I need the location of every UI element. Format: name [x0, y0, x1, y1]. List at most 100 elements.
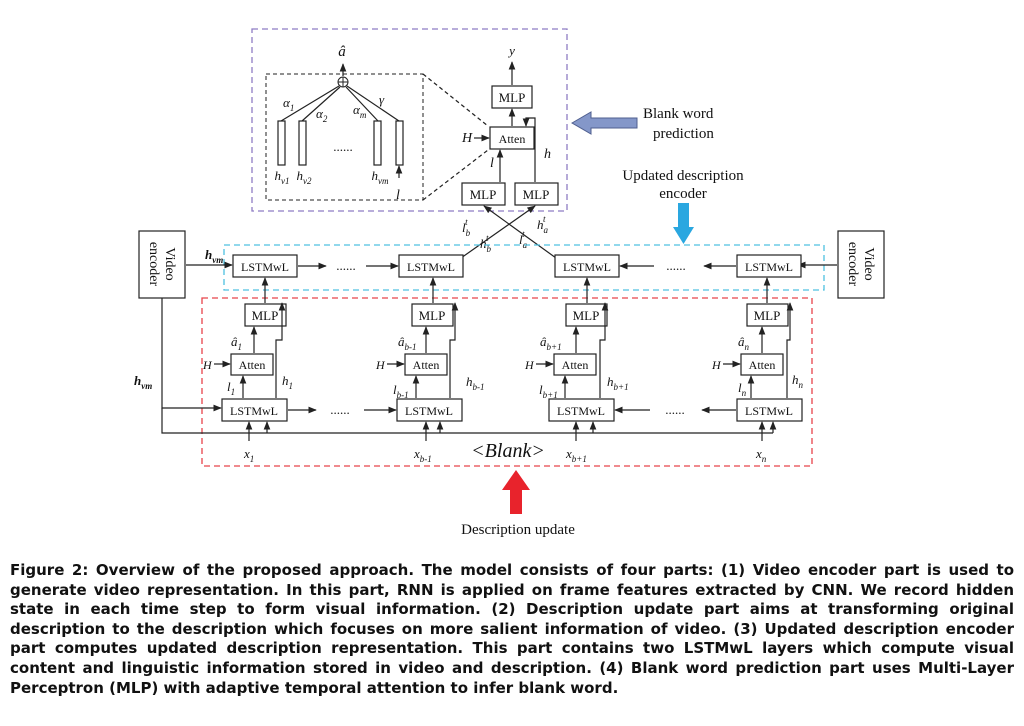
- bottom-lstmwl-4: [736, 398, 803, 422]
- atten-col-2-label: Atten: [413, 358, 440, 372]
- top-lstmwl-4: [736, 254, 802, 278]
- H-col-4-label: H: [711, 358, 722, 372]
- mlp-col-2-label: MLP: [419, 308, 446, 323]
- a-hat-n-label: ân: [738, 334, 750, 352]
- atten-col-2: [404, 353, 448, 376]
- mlp-col-1-label: MLP: [252, 308, 279, 323]
- x-b-minus-1-label: xb-1: [413, 446, 432, 464]
- prediction-l-label: l: [490, 156, 494, 171]
- l-a-t-label: lat: [519, 229, 528, 250]
- a-hat-output-label: â: [338, 44, 346, 60]
- bottom-lstmwl-1-label: LSTMwL: [230, 404, 278, 418]
- top-lstmwl-3: [554, 254, 620, 278]
- alpha-1-label: α1: [283, 95, 294, 113]
- right-mlp-box: [514, 182, 559, 206]
- y-output-label: y: [507, 43, 515, 58]
- h-b-plus-1-label: hb+1: [607, 374, 629, 392]
- gamma-label: γ: [379, 92, 385, 107]
- top-lstmwl-1-label: LSTMwL: [241, 260, 289, 274]
- mlp-col-3-label: MLP: [573, 308, 600, 323]
- description-update-label: Description update: [461, 522, 575, 538]
- alpha-m-label: αm: [353, 102, 367, 120]
- hv2-bar: [298, 120, 307, 166]
- atten-col-3-label: Atten: [562, 358, 589, 372]
- hv1-label: hv1: [275, 168, 290, 186]
- l-b-t-label: lbt: [462, 217, 471, 238]
- bottom-lstmwl-2-label: LSTMwL: [405, 404, 453, 418]
- l-b-plus-1-label: lb+1: [539, 382, 558, 400]
- bottom-lstmwl-3: [548, 398, 615, 422]
- h-1-label: h1: [282, 373, 293, 391]
- top-row-ellipsis-left: ......: [336, 258, 356, 273]
- atten-col-4: [740, 353, 784, 376]
- atten-col-3: [553, 353, 597, 376]
- bottom-lstmwl-3-label: LSTMwL: [557, 404, 605, 418]
- blank-token-label: <Blank>: [471, 440, 545, 462]
- top-lstmwl-2: [398, 254, 464, 278]
- x-1-label: x1: [243, 446, 254, 464]
- updated-description-encoder-line1: Updated description: [622, 168, 744, 184]
- a-hat-1-label: â1: [231, 334, 242, 352]
- l-bar: [395, 120, 404, 166]
- prediction-h-label: h: [544, 147, 551, 162]
- blank-word-prediction-region: [251, 28, 568, 212]
- description-update-arrow: [502, 470, 530, 514]
- inset-ellipsis: ......: [333, 139, 353, 154]
- l-b-minus-1-label: lb-1: [393, 382, 409, 400]
- top-mlp-label: MLP: [499, 90, 526, 105]
- prediction-atten-box: [489, 126, 535, 150]
- right-video-encoder-box: [837, 230, 885, 299]
- hvm-bar: [373, 120, 382, 166]
- top-mlp-box: [491, 85, 533, 109]
- l-inset-label: l: [396, 188, 400, 203]
- description-update-region: [201, 297, 813, 467]
- mlp-col-2: [411, 303, 454, 327]
- top-lstmwl-1: [232, 254, 298, 278]
- h-a-t-label: hat: [537, 214, 549, 235]
- atten-col-4-label: Atten: [749, 358, 776, 372]
- H-col-2-label: H: [375, 358, 386, 372]
- h-n-label: hn: [792, 372, 804, 390]
- left-video-encoder-label: Videoencoder: [146, 242, 177, 287]
- right-mlp-label: MLP: [523, 187, 550, 202]
- top-lstmwl-2-label: LSTMwL: [407, 260, 455, 274]
- prediction-H-label: H: [461, 131, 473, 146]
- mlp-col-3: [565, 303, 608, 327]
- H-col-3-label: H: [524, 358, 535, 372]
- left-video-encoder-box: [138, 230, 186, 299]
- hv2-label: hv2: [297, 168, 312, 186]
- hvm-label: hvm: [372, 168, 389, 186]
- bottom-lstmwl-2: [396, 398, 463, 422]
- updated-description-encoder-line2: encoder: [659, 186, 706, 202]
- right-video-encoder-label: Videoencoder: [845, 242, 876, 287]
- l-1-label: l1: [227, 379, 235, 397]
- hv1-bar: [277, 120, 286, 166]
- bottom-row-ellipsis-right: ......: [665, 402, 685, 417]
- hvm-top-label: hvm: [205, 247, 223, 265]
- mlp-col-4-label: MLP: [754, 308, 781, 323]
- bottom-lstmwl-1: [221, 398, 288, 422]
- attention-detail-inset: [265, 73, 424, 201]
- atten-col-1-label: Atten: [239, 358, 266, 372]
- approach-diagram: â α1 α2 αm γ ...... hv1 hv2 hvm l y MLP …: [134, 28, 885, 538]
- updated-description-encoder-arrow: [673, 203, 694, 244]
- top-lstmwl-4-label: LSTMwL: [745, 260, 793, 274]
- figure-caption: Figure 2: Overview of the proposed appro…: [10, 561, 1014, 697]
- atten-col-1: [230, 353, 274, 376]
- bottom-lstmwl-4-label: LSTMwL: [745, 404, 793, 418]
- blank-word-prediction-line2: prediction: [653, 126, 714, 142]
- left-mlp-label: MLP: [470, 187, 497, 202]
- mlp-col-1: [244, 303, 287, 327]
- l-n-label: ln: [738, 380, 747, 398]
- alpha-2-label: α2: [316, 106, 328, 124]
- prediction-atten-label: Atten: [499, 132, 526, 146]
- sum-node-icon: [337, 76, 349, 88]
- updated-description-encoder-region: [223, 244, 825, 291]
- top-row-ellipsis-right: ......: [666, 258, 686, 273]
- x-n-label: xn: [755, 446, 767, 464]
- mlp-col-4: [746, 303, 789, 327]
- blank-word-prediction-arrow: [571, 111, 638, 135]
- a-hat-b-minus-1-label: âb-1: [398, 334, 417, 352]
- left-mlp-box: [461, 182, 506, 206]
- bottom-row-ellipsis-left: ......: [330, 402, 350, 417]
